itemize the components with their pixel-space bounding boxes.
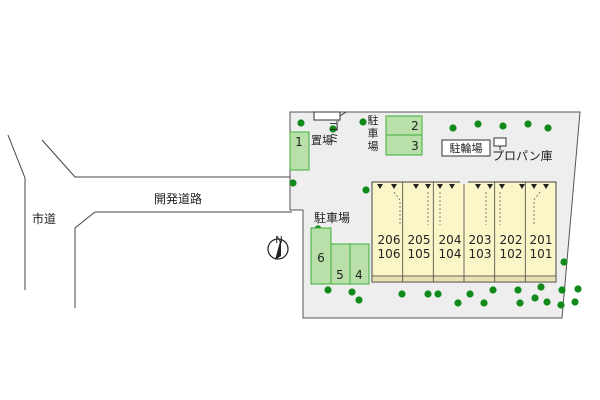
tree (348, 288, 356, 296)
entry-marker (487, 184, 493, 189)
parking-number-5: 5 (336, 268, 344, 282)
tree (434, 290, 442, 298)
unit-105-label: 105 (408, 247, 431, 261)
entry-marker (531, 184, 537, 189)
garbage-box (313, 111, 341, 121)
tree (516, 299, 524, 307)
garbage-label: ゴミ置場 (311, 119, 340, 147)
parking-space-3 (385, 134, 423, 156)
tree (557, 301, 565, 309)
parking-number-2: 2 (411, 119, 419, 133)
north-label: N (275, 235, 282, 246)
entry-marker (437, 184, 443, 189)
bike-parking-label: 駐輪場 (450, 141, 483, 155)
unit-204-label: 204 (439, 233, 462, 247)
tree (531, 294, 539, 302)
entry-marker (413, 184, 419, 189)
tree (480, 299, 488, 307)
parking-number-6: 6 (317, 251, 325, 265)
entry-marker (391, 184, 397, 189)
tree (558, 286, 566, 294)
tree (524, 120, 532, 128)
unit-201-label: 201 (530, 233, 553, 247)
entry-marker (519, 184, 525, 189)
tree (544, 124, 552, 132)
tree (454, 299, 462, 307)
city-road-label: 市道 (32, 211, 56, 226)
tree (324, 286, 332, 294)
entry-marker (425, 184, 431, 189)
tree (489, 286, 497, 294)
tree (297, 119, 305, 127)
tree (537, 283, 545, 291)
parking-space-4 (349, 243, 370, 285)
tree (355, 296, 363, 304)
unit-205-label: 205 (408, 233, 431, 247)
unit-206-label: 206 (378, 233, 401, 247)
parking-number-1: 1 (295, 135, 303, 149)
tree (449, 124, 457, 132)
unit-203-label: 203 (469, 233, 492, 247)
unit-202-label: 202 (500, 233, 523, 247)
tree (329, 125, 337, 133)
tree (359, 118, 367, 126)
entry-marker (475, 184, 481, 189)
unit-104-label: 104 (439, 247, 462, 261)
unit-106-label: 106 (378, 247, 401, 261)
parking-spaces (289, 115, 423, 285)
tree (424, 290, 432, 298)
entry-marker (377, 184, 383, 189)
building (371, 180, 557, 283)
parking-number-3: 3 (411, 139, 419, 153)
entry-marker (449, 184, 455, 189)
propane-box (493, 137, 507, 147)
tree (466, 290, 474, 298)
tree (398, 290, 406, 298)
unit-103-label: 103 (469, 247, 492, 261)
bike-parking-box (441, 139, 491, 157)
tree (543, 298, 551, 306)
tree (499, 122, 507, 130)
tree (474, 120, 482, 128)
parking-top-label: 駐車場 (368, 113, 379, 153)
entry-marker (543, 184, 549, 189)
parking-space-1 (289, 131, 310, 171)
parking-left-label: 駐車場 (314, 210, 350, 225)
parking-number-4: 4 (355, 268, 363, 282)
tree (362, 186, 370, 194)
dev-road-label: 開発道路 (154, 191, 202, 206)
tree (514, 286, 522, 294)
tree (560, 258, 568, 266)
unit-101-label: 101 (530, 247, 553, 261)
tree (574, 285, 582, 293)
tree (571, 298, 579, 306)
unit-102-label: 102 (500, 247, 523, 261)
entry-marker (499, 184, 505, 189)
propane-label: プロパン庫 (492, 149, 553, 163)
tree (289, 179, 297, 187)
north-arrow: N (267, 235, 289, 260)
